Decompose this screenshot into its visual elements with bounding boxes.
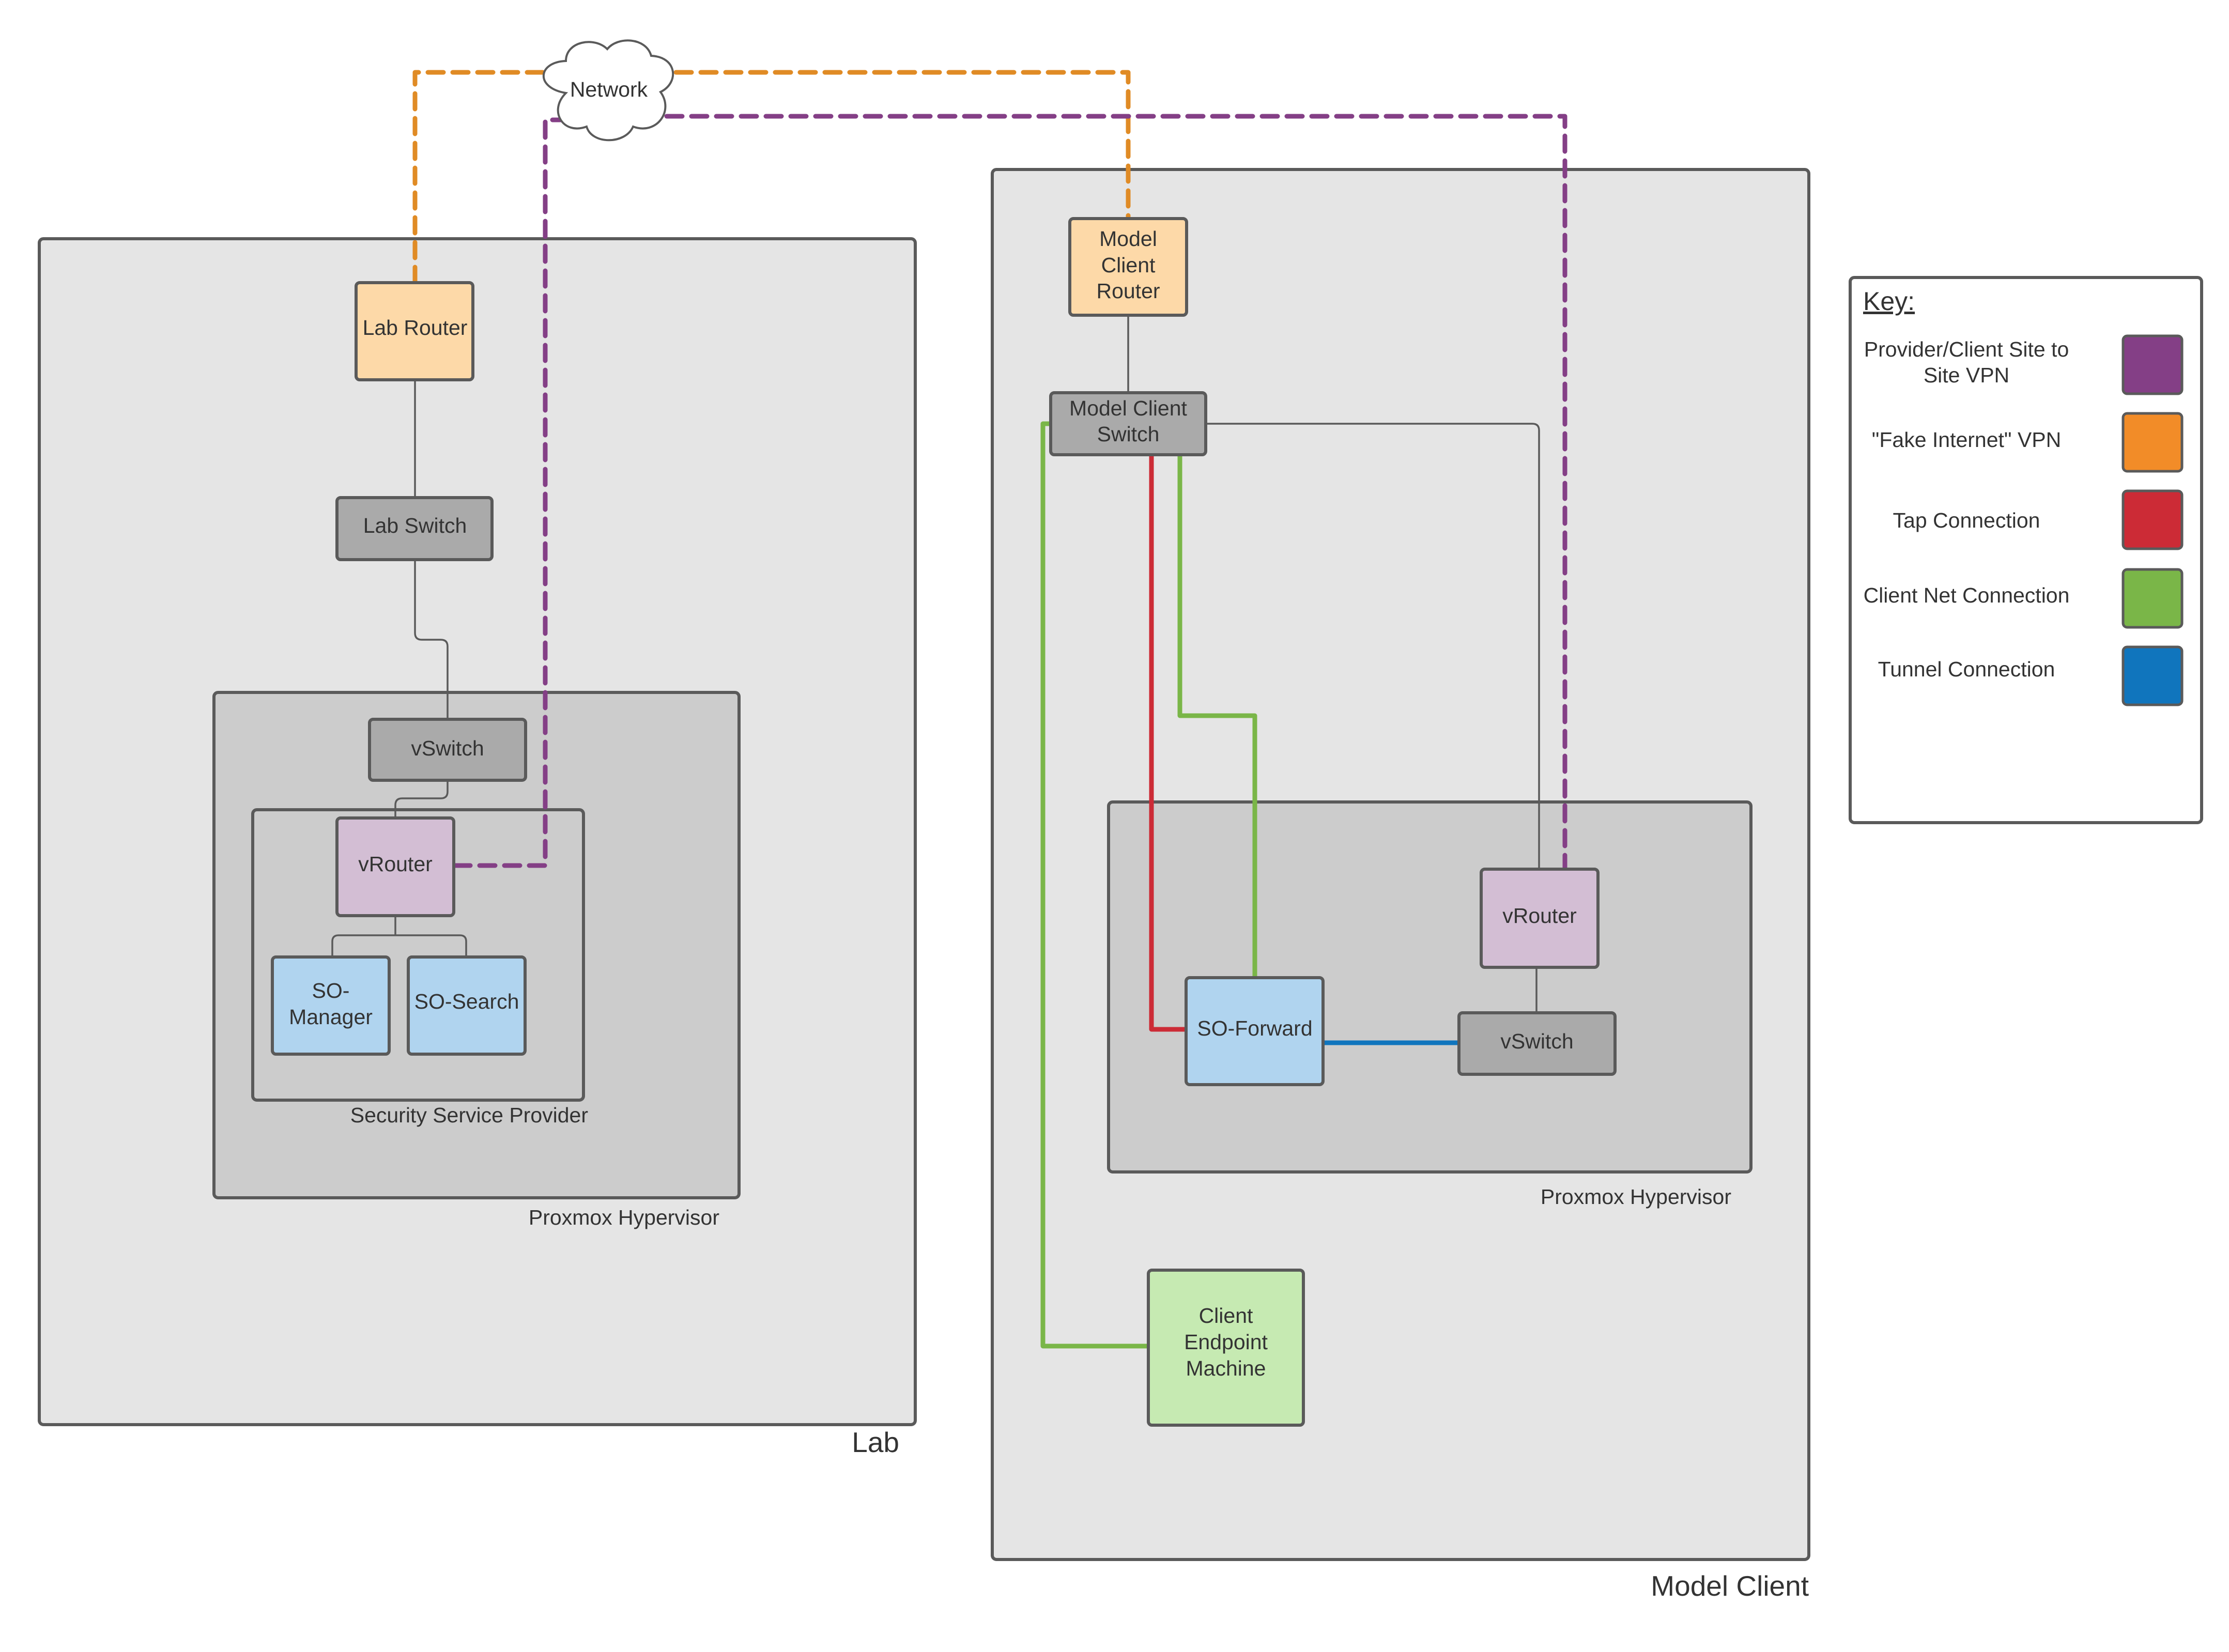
legend-item-tunnel: Tunnel Connection [1878,645,2184,706]
legend-swatch-tunnel [2122,645,2184,706]
lab-router-box [355,281,474,381]
so-manager-label-2: Manager [289,1005,373,1029]
lab-router-label: Lab Router [363,316,468,339]
client-net-line-soforward [1177,455,1257,978]
lab-vswitch-box [368,718,527,782]
lab-switch[interactable]: Lab Switch [335,496,494,561]
legend-item-fake-internet: "Fake Internet" VPN [1872,412,2184,473]
legend-label-site-vpn-1: Provider/Client Site to [1864,337,2069,361]
legend-label-tap: Tap Connection [1893,508,2040,532]
client-title: Model Client [1651,1570,1809,1602]
model-client-switch-label-2: Switch [1097,422,1160,446]
client-endpoint-label-3: Machine [1186,1356,1266,1380]
lab-switch-box [335,496,494,561]
legend-swatch-fake-internet [2122,412,2184,473]
lab-router[interactable]: Lab Router [355,281,474,381]
client-hypervisor-label: Proxmox Hypervisor [1541,1185,1731,1209]
so-search-label: SO-Search [414,990,519,1013]
cloud-icon [542,39,674,142]
tap-connection-line [1149,455,1186,1032]
model-client-router-label-2: Client [1101,253,1156,277]
model-client-router[interactable]: Model Client Router [1068,217,1188,317]
client-net-line-endpoint [1040,421,1148,1349]
client-vswitch-label: vSwitch [1500,1029,1573,1053]
network-label: Network [570,78,648,101]
lab-vrouter-box [335,816,455,917]
client-endpoint-label-2: Endpoint [1184,1330,1268,1354]
legend-label-client-net: Client Net Connection [1864,583,2070,607]
lab-vrouter-label: vRouter [358,852,433,876]
lab-vswitch-label: vSwitch [411,736,484,760]
legend-item-tap: Tap Connection [1893,489,2184,550]
model-client-router-label-3: Router [1096,279,1160,303]
model-client-router-box [1068,217,1188,317]
lab-title: Lab [852,1426,899,1458]
fake-internet-vpn-line [412,70,1131,285]
site-to-site-vpn-line-lab [452,117,576,868]
so-forward[interactable]: SO-Forward [1185,976,1325,1086]
so-manager[interactable]: SO- Manager [271,955,391,1056]
legend-label-tunnel: Tunnel Connection [1878,657,2055,681]
legend: Key: Provider/Client Site to Site VPN "F… [1849,276,2203,824]
link-lab-switch-vswitch [414,560,449,719]
legend-box [1849,276,2203,824]
model-client-router-label-1: Model [1099,227,1157,251]
so-manager-box [271,955,391,1056]
legend-item-site-vpn: Provider/Client Site to Site VPN [1864,334,2184,395]
so-manager-label-1: SO- [312,979,350,1002]
client-vswitch-box [1457,1011,1617,1076]
link-vrouter-so [331,916,467,957]
client-vswitch[interactable]: vSwitch [1457,1011,1617,1076]
so-search[interactable]: SO-Search [407,955,527,1056]
model-client-switch[interactable]: Model Client Switch [1049,391,1207,456]
so-forward-box [1185,976,1325,1086]
client-vrouter[interactable]: vRouter [1480,868,1600,969]
legend-swatch-client-net [2122,568,2184,629]
so-search-box [407,955,527,1056]
client-endpoint-label-1: Client [1199,1304,1253,1327]
client-endpoint-machine[interactable]: Client Endpoint Machine [1147,1269,1305,1427]
client-endpoint-box [1147,1269,1305,1427]
lab-vswitch[interactable]: vSwitch [368,718,527,782]
lab-hypervisor-label: Proxmox Hypervisor [529,1206,719,1229]
lab-switch-label: Lab Switch [363,514,467,537]
legend-swatch-tap [2122,489,2184,550]
client-vrouter-box [1480,868,1600,969]
lab-vrouter[interactable]: vRouter [335,816,455,917]
model-client-switch-box [1049,391,1207,456]
network-cloud: Network [542,39,674,142]
so-forward-label: SO-Forward [1197,1016,1312,1040]
site-to-site-vpn-line-client [664,114,1567,872]
legend-swatch-site-vpn [2122,334,2184,395]
client-vrouter-label: vRouter [1502,904,1577,928]
security-service-provider-label: Security Service Provider [350,1103,588,1127]
legend-label-site-vpn-2: Site VPN [1924,363,2009,387]
legend-label-fake-internet: "Fake Internet" VPN [1872,428,2061,452]
model-client-switch-label-1: Model Client [1069,396,1187,420]
legend-item-client-net: Client Net Connection [1864,568,2184,629]
link-vswitch-vrouter [394,780,449,818]
legend-title: Key: [1863,287,1915,316]
link-client-switch-vrouter [1206,423,1540,869]
